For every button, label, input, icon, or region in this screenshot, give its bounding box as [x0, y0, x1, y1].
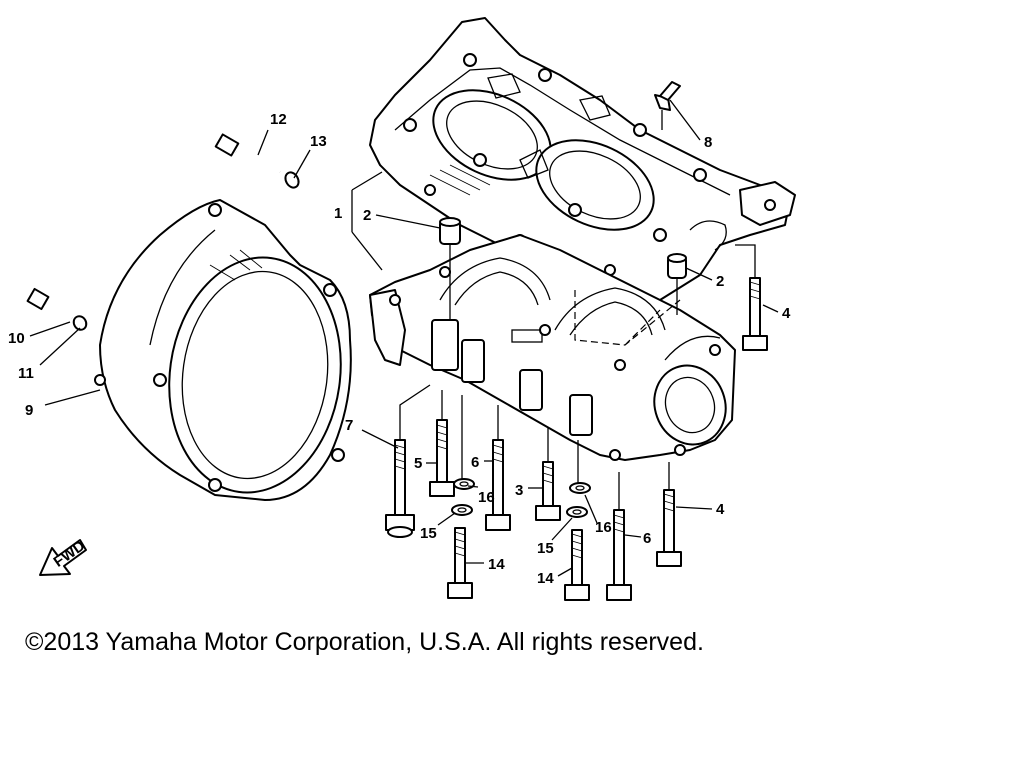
callout-16-right: 16: [595, 519, 612, 536]
bolt-5: [429, 419, 455, 497]
bolt-6-right: [606, 509, 632, 601]
callout-2-left: 2: [363, 207, 371, 224]
bolt-12: [214, 133, 281, 174]
callout-6-left: 6: [471, 454, 479, 471]
callout-11: 11: [18, 365, 34, 382]
callout-4-lower: 4: [716, 501, 725, 518]
callout-4-upper: 4: [782, 305, 791, 322]
bolt-7: [385, 439, 415, 538]
callout-15-left: 15: [420, 525, 437, 542]
fwd-arrow-icon: FWD: [39, 537, 88, 576]
washer-13: [284, 171, 300, 189]
washer-16-right: [569, 482, 591, 494]
bolt-4-lower: [656, 489, 682, 567]
fwd-label: FWD: [50, 537, 88, 571]
bolt-10: [26, 287, 73, 320]
callout-10: 10: [8, 330, 25, 347]
alignment-lines: [574, 290, 681, 346]
callout-5: 5: [414, 455, 422, 472]
callout-7: 7: [345, 417, 353, 434]
callout-labels: 1 2 2 3 4 4 5 6 6 7 8 9 10 11 12 13 14 1…: [8, 111, 791, 587]
callout-2-right: 2: [716, 273, 724, 290]
upper-crankcase: [369, 17, 796, 301]
callout-13: 13: [310, 133, 327, 150]
callout-16-left: 16: [478, 489, 495, 506]
bolt-6-left: [485, 439, 511, 531]
callout-8: 8: [704, 134, 712, 151]
callout-6-right: 6: [643, 530, 651, 547]
exploded-parts-diagram: FWD 1 2 2 3 4 4 5 6 6 7 8 9 10 11 12 13 …: [8, 17, 796, 601]
callout-1: 1: [334, 205, 342, 222]
washer-15-right: [566, 506, 588, 518]
elbow-fitting: [654, 81, 681, 130]
callout-3: 3: [515, 482, 523, 499]
bolt-14-right: [564, 529, 590, 601]
bolt-4-upper: [742, 277, 768, 351]
dowel-pin-left: [439, 217, 461, 245]
washer-16-left: [453, 478, 475, 490]
lower-crankcase: [369, 234, 736, 461]
callout-14-left: 14: [488, 556, 505, 573]
bolt-3: [535, 461, 561, 521]
washer-15-left: [451, 504, 473, 516]
washer-11: [72, 315, 88, 331]
callout-14-right: 14: [537, 570, 554, 587]
callout-15-right: 15: [537, 540, 554, 557]
leader-lines: [29, 99, 779, 577]
copyright-notice: ©2013 Yamaha Motor Corporation, U.S.A. A…: [25, 628, 704, 656]
flywheel-housing: [94, 199, 352, 501]
bolt-14-left: [447, 527, 473, 599]
callout-9: 9: [25, 402, 33, 419]
dowel-pin-right: [667, 253, 687, 279]
callout-12: 12: [270, 111, 287, 128]
